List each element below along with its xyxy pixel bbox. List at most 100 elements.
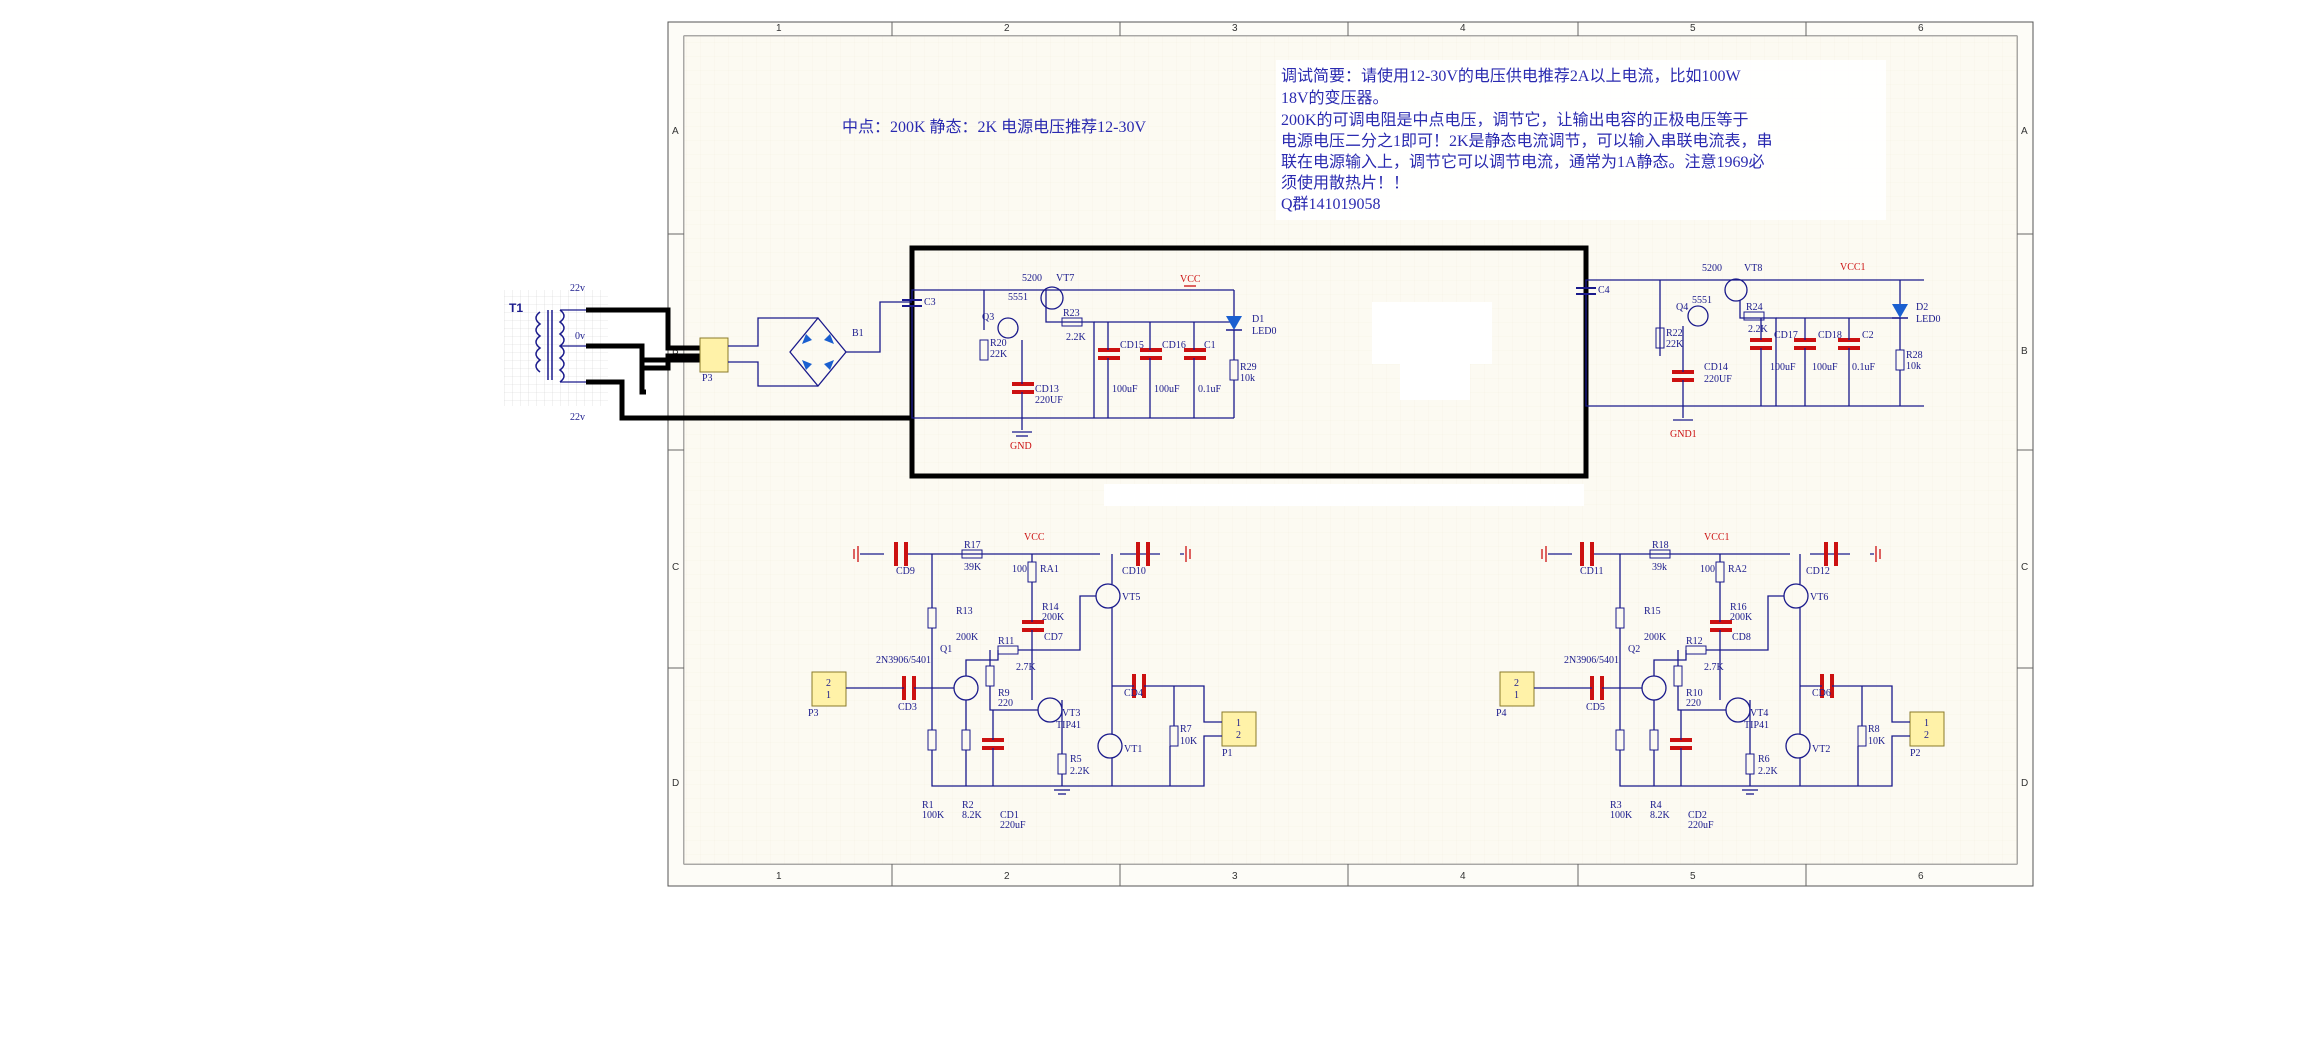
r10-ref: R10 — [1686, 688, 1703, 699]
r1-ref: R1 — [922, 800, 934, 811]
connector-p2-output[interactable] — [1909, 711, 1945, 747]
bridge-rectifier-b1[interactable]: B1 — [728, 301, 912, 388]
c2-val: 0.1uF — [1852, 362, 1876, 373]
col-label: 1 — [776, 871, 782, 882]
r15-val: 200K — [1644, 632, 1667, 643]
vt3-type: TIP41 — [1056, 720, 1081, 731]
q2-type: 2N3906/5401 — [1564, 655, 1619, 666]
amp1-r100: 100 — [1012, 564, 1027, 575]
cd12-ref: CD12 — [1806, 566, 1830, 577]
r4-ref: R4 — [1650, 800, 1662, 811]
q4-ref: Q4 — [1676, 302, 1688, 313]
c1-ref: C1 — [1204, 340, 1216, 351]
connector-p1-output[interactable] — [1221, 711, 1257, 747]
amp2-vcc-label: VCC1 — [1704, 532, 1730, 543]
transistor-q3[interactable]: 5551 Q3 — [982, 292, 1028, 339]
cd9-ref: CD9 — [896, 566, 915, 577]
vt4-ref: VT4 — [1750, 708, 1768, 719]
c3-ref: C3 — [924, 297, 936, 308]
resistor-r24[interactable] — [1743, 311, 1765, 321]
t1-ref: T1 — [509, 301, 523, 315]
r16-val: 200K — [1730, 612, 1753, 623]
r20-ref: R20 — [990, 338, 1007, 349]
p3-power-ref: P3 — [702, 373, 713, 384]
psu1-gnd: GND — [1010, 441, 1032, 452]
transistor-vt8[interactable]: 5200 VT8 — [1702, 263, 1762, 302]
d2-ref: D2 — [1916, 302, 1928, 313]
q2-ref: Q2 — [1628, 644, 1640, 655]
r20-val: 22K — [990, 349, 1008, 360]
cd1-val: 220uF — [1000, 820, 1026, 831]
vt7-type: 5200 — [1022, 273, 1042, 284]
connector-p4-input[interactable] — [1499, 671, 1535, 707]
col-label: 5 — [1690, 23, 1696, 34]
vt4-type: TIP41 — [1744, 720, 1769, 731]
q3-type: 5551 — [1008, 292, 1028, 303]
connector-p3-power[interactable] — [699, 337, 729, 373]
resistor-r23[interactable] — [1061, 317, 1083, 327]
cap-cd8[interactable]: CD8 — [1710, 620, 1751, 643]
resistor-r18[interactable] — [1649, 549, 1671, 559]
cd4-ref: CD4 — [1124, 688, 1143, 699]
r6-val: 2.2K — [1758, 766, 1779, 777]
cap-cd13[interactable]: CD13 220UF — [1012, 382, 1063, 406]
transformer-t1[interactable]: T1 22v 0v 22v — [504, 283, 608, 423]
p4-input-ref: P4 — [1496, 708, 1507, 719]
r8-val: 10K — [1868, 736, 1886, 747]
q1-type: 2N3906/5401 — [876, 655, 931, 666]
r7-val: 10K — [1180, 736, 1198, 747]
cd6-ref: CD6 — [1812, 688, 1831, 699]
r7-ref: R7 — [1180, 724, 1192, 735]
cd2-val: 220uF — [1688, 820, 1714, 831]
vt2-ref: VT2 — [1812, 744, 1830, 755]
vt1-ref: VT1 — [1124, 744, 1142, 755]
d1-led: LED0 — [1252, 326, 1276, 337]
debug-instructions: 调试简要：请使用12-30V的电压供电推荐2A以上电流，比如100W 18V的变… — [1276, 60, 1886, 220]
transistor-vt7[interactable]: 5200 VT7 — [1022, 273, 1074, 310]
row-label: B — [2021, 346, 2028, 357]
p4-pin-a: 2 — [1514, 678, 1519, 689]
cap-c1[interactable]: C1 0.1uF — [1184, 340, 1222, 395]
r17-val: 39K — [964, 562, 982, 573]
resistor-r20[interactable] — [979, 339, 989, 361]
cd14-ref: CD14 — [1704, 362, 1728, 373]
row-label: D — [672, 778, 679, 789]
cd11-ref: CD11 — [1580, 566, 1604, 577]
cd10-ref: CD10 — [1122, 566, 1146, 577]
psu-1: P3 B1 C3 5200 VT7 — [699, 273, 1276, 452]
vt6-ref: VT6 — [1810, 592, 1828, 603]
cap-cd12[interactable]: CD12 — [1806, 542, 1838, 577]
r28-val: 10k — [1906, 361, 1921, 372]
p3-input-ref: P3 — [808, 708, 819, 719]
r11-ref: R11 — [998, 636, 1014, 647]
transistor-vt2[interactable]: VT2 — [1785, 733, 1830, 759]
cap-cd15[interactable]: CD15 100uF — [1098, 340, 1144, 395]
erased-area — [1104, 302, 1584, 506]
cap-cd16[interactable]: CD16 100uF — [1140, 340, 1186, 395]
cap-cd9[interactable]: CD9 — [894, 542, 915, 577]
t1-bot-label: 22v — [570, 412, 585, 423]
cd13-ref: CD13 — [1035, 384, 1059, 395]
c2-ref: C2 — [1862, 330, 1874, 341]
transistor-vt1[interactable]: VT1 — [1097, 733, 1142, 759]
transistor-q4[interactable]: 5551 Q4 — [1676, 295, 1712, 327]
r23-val: 2.2K — [1066, 332, 1087, 343]
psu2-gnd: GND1 — [1670, 429, 1697, 440]
instr-line: 18V的变压器。 — [1281, 89, 1389, 107]
connector-p3-input[interactable] — [811, 671, 847, 707]
resistor-r22[interactable] — [1655, 327, 1665, 349]
col-label: 6 — [1918, 23, 1924, 34]
p4-pin-b: 1 — [1514, 690, 1519, 701]
resistor-r17[interactable] — [961, 549, 983, 559]
instr-line: 电源电压二分之1即可！2K是静态电流调节，可以输入串联电流表，串 — [1281, 132, 1773, 150]
q4-type: 5551 — [1692, 295, 1712, 306]
row-label: D — [2021, 778, 2028, 789]
cd1-ref: CD1 — [1000, 810, 1019, 821]
r5-val: 2.2K — [1070, 766, 1091, 777]
r22-val: 22K — [1666, 339, 1684, 350]
cap-cd10[interactable]: CD10 — [1122, 542, 1150, 577]
cap-cd7[interactable]: CD7 — [1022, 620, 1063, 643]
vt5-ref: VT5 — [1122, 592, 1140, 603]
row-labels-left: A B C D — [672, 126, 679, 789]
cap-cd11[interactable]: CD11 — [1580, 542, 1604, 577]
